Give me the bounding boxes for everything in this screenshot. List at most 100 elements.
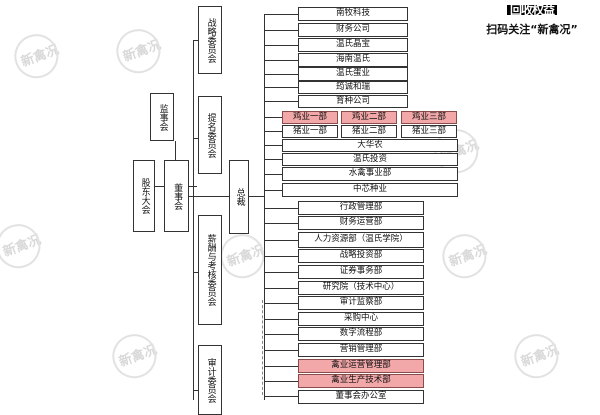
audit-committee-box: 审计委员会 [198,345,222,415]
connector [264,190,282,191]
unit-box-highlighted: 鸡业三部 [401,111,457,124]
connector [264,30,298,31]
unit-label: 育种公司 [335,95,370,106]
unit-box: 证券事务部 [298,265,424,279]
unit-box: 中芯种业 [282,183,458,197]
unit-box: 水禽事业部 [282,167,458,181]
unit-label: 鸡业二部 [351,111,386,122]
board-of-directors-label: 董事会 [172,182,183,210]
strategy-committee-label: 战略委员会 [205,17,216,63]
unit-label: 董事会办公室 [335,391,387,402]
unit-box: 财务运营部 [298,216,424,230]
unit-label: 水禽事业部 [348,168,392,179]
unit-label: 中芯种业 [352,184,387,195]
unit-label: 采购中心 [343,313,378,324]
brand-header: 回收权益 扫码关注“新禽况” [472,0,592,37]
unit-label: 筠诚和瑞 [335,81,370,92]
unit-box: 采购中心 [298,312,424,326]
unit-box: 大华农 [282,139,458,152]
watermark: 新禽况 [110,22,167,80]
watermark: 新禽况 [8,27,65,85]
connector [264,14,265,400]
connector [264,45,298,46]
connector [264,288,298,289]
unit-box: 董事会办公室 [298,390,424,404]
connector [264,350,298,351]
connector [264,334,298,335]
unit-box: 研究院（技术中心） [298,281,424,295]
connector [264,396,298,397]
president-box: 总裁 [229,160,249,234]
shareholders-meeting-box: 股东大会 [133,160,155,232]
connector [189,196,229,197]
unit-box: 温氏蛋业 [298,67,408,81]
strategy-committee-box: 战略委员会 [198,6,222,74]
connector [193,138,198,139]
connector [264,240,298,241]
unit-label: 温氏投资 [352,153,387,164]
unit-label: 财务公司 [335,24,370,35]
unit-label: 猪业三部 [411,125,446,136]
watermark: 新禽况 [436,227,493,285]
brand-slogan: 扫码关注“新禽况” [486,23,578,36]
unit-label: 温氏晶宝 [335,39,370,50]
supervisory-board-label: 监事会 [157,103,168,131]
connector [248,196,264,197]
unit-box-highlighted: 鸡业一部 [282,111,338,124]
connector [264,131,282,132]
connector [264,256,298,257]
president-label: 总裁 [234,188,245,206]
unit-label: 行政管理部 [339,202,383,213]
audit-committee-label: 审计委员会 [205,357,216,403]
connector [264,223,298,224]
connector [264,381,298,382]
nomination-committee-box: 提名委员会 [198,96,222,174]
connector [193,40,194,400]
unit-label: 鸡业一部 [292,111,327,122]
unit-label: 研究院（技术中心） [322,282,400,293]
connector [264,272,298,273]
nomination-committee-label: 提名委员会 [205,112,216,158]
unit-box: 温氏投资 [282,153,458,166]
unit-box: 猪业三部 [401,125,457,138]
compensation-committee-label: 薪酬与考核委员会 [205,234,216,306]
unit-box-highlighted: 鸡业二部 [341,111,397,124]
unit-label: 南牧科技 [335,8,370,19]
watermark: 新禽况 [0,217,47,275]
unit-label: 海南温氏 [335,54,370,65]
watermark: 新禽况 [214,227,271,285]
unit-box: 行政管理部 [298,201,424,215]
unit-box: 营销管理部 [298,343,424,357]
connector [264,366,298,367]
connector [264,101,298,102]
connector [264,319,298,320]
unit-box: 人力资源部（温氏学院） [298,232,424,248]
connector [264,60,298,61]
connector [193,390,198,391]
supervisory-board-box: 监事会 [150,93,174,141]
watermark: 新禽况 [508,327,565,385]
unit-box: 审计监察部 [298,296,424,310]
unit-label: 数字流程部 [339,328,383,339]
unit-label: 证券事务部 [339,266,383,277]
qr-code-label: 回收权益 [506,5,557,15]
unit-label: 战略投资部 [339,250,383,261]
connector [154,186,164,187]
unit-label: 禽业生产技术部 [331,375,391,386]
unit-box: 猪业二部 [341,125,397,138]
unit-label: 猪业二部 [351,125,386,136]
unit-box: 数字流程部 [298,327,424,341]
unit-box: 财务公司 [298,23,408,37]
connector [193,40,198,41]
shareholders-meeting-label: 股东大会 [139,178,150,214]
connector [264,145,282,146]
unit-label: 营销管理部 [339,344,383,355]
connector [264,117,282,118]
unit-label: 大华农 [357,139,383,150]
unit-label: 温氏蛋业 [335,68,370,79]
unit-label: 审计监察部 [339,297,383,308]
connector [264,303,298,304]
unit-box: 育种公司 [298,95,408,108]
connector [264,14,298,15]
unit-box: 南牧科技 [298,7,408,21]
